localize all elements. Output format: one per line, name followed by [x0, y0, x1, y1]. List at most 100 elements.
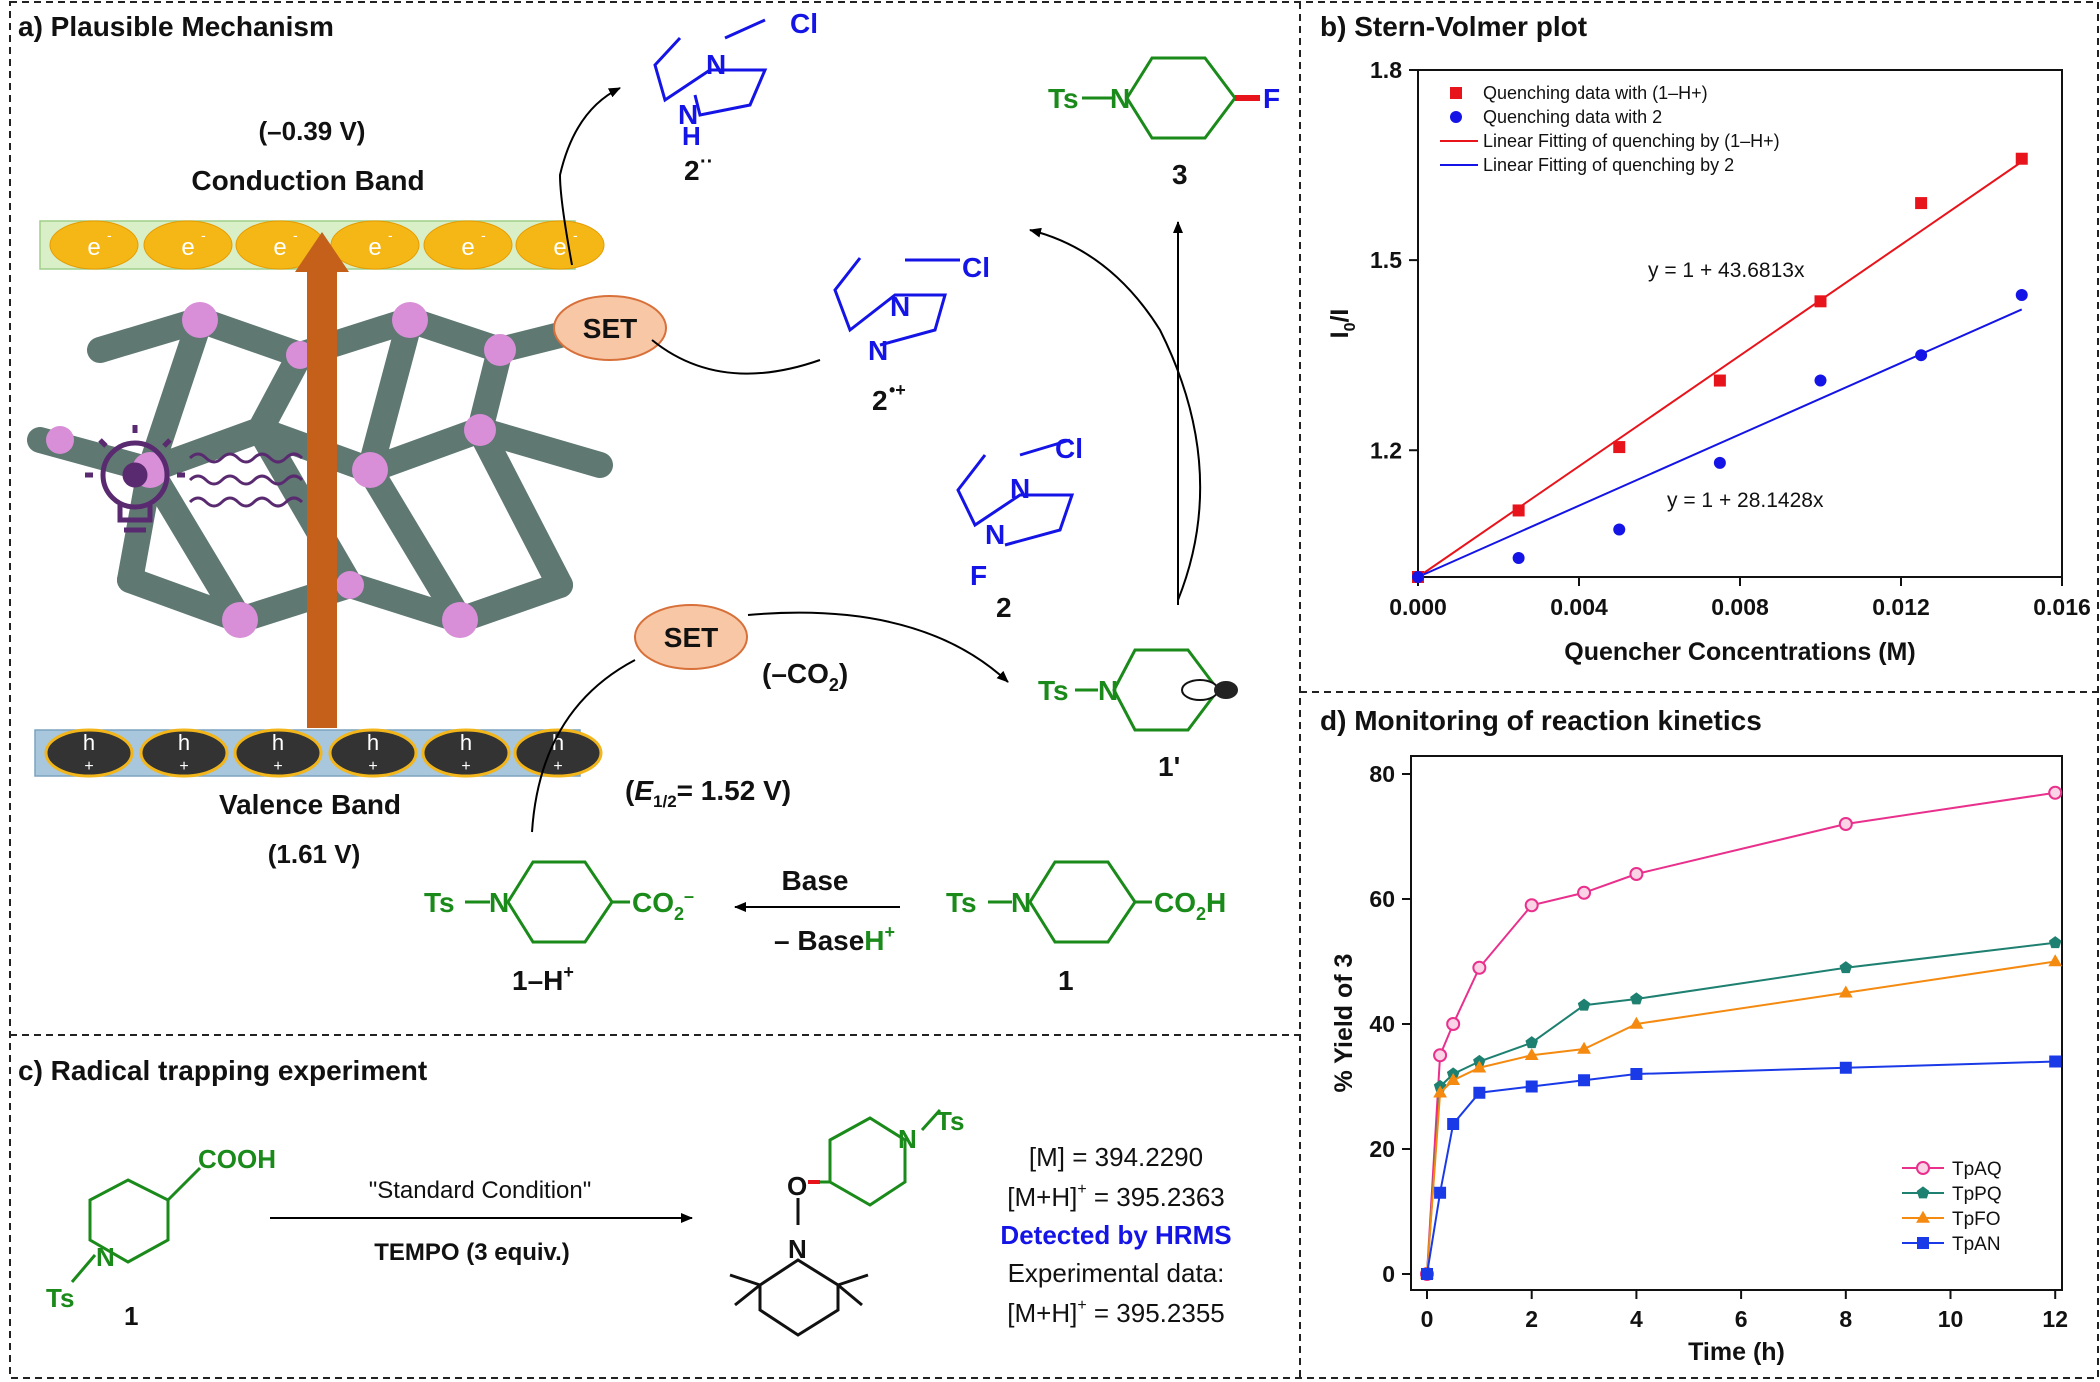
detected-label: Detected by HRMS	[1000, 1220, 1231, 1250]
x-tick-label: 8	[1839, 1306, 1852, 1332]
data-point	[1613, 441, 1626, 454]
atom-n: N	[890, 291, 910, 322]
data-point	[2048, 954, 2063, 967]
data-point	[1472, 1060, 1487, 1073]
atom-ts: Ts	[1048, 83, 1079, 114]
hole-6: h+	[513, 728, 603, 778]
fit-equation: y = 1 + 28.1428x	[1667, 489, 1824, 512]
hole-row: h+ h+ h+ h+ h+ h+	[44, 728, 603, 778]
atom-n: N	[1011, 887, 1031, 918]
carboxylate-group: CO2–	[632, 886, 694, 924]
label-2-radical-cation: 2	[872, 385, 888, 416]
legend-label: TpPQ	[1952, 1184, 2002, 1205]
electron-charge: -	[481, 227, 486, 243]
electron-charge: -	[573, 227, 578, 243]
hole-symbol: h	[272, 730, 284, 755]
atom-n: N	[678, 99, 698, 130]
y-tick-label: 60	[1369, 886, 1395, 912]
data-point	[1450, 111, 1462, 123]
label-2-radical-dots: ··	[700, 151, 713, 173]
data-point	[1916, 1210, 1930, 1223]
e-half-potential: (E1/2= 1.52 V)	[625, 775, 791, 811]
selectfluor-2-structure	[956, 438, 1075, 547]
atom-n: N	[1098, 675, 1118, 706]
electron-row: e- e- e- e- e- e-	[49, 220, 605, 270]
atom-o: O	[787, 1171, 807, 1201]
product-3-structure	[1082, 56, 1237, 140]
hole-charge: +	[553, 758, 562, 775]
electron-symbol: e	[368, 234, 381, 261]
data-point	[1713, 374, 1726, 387]
atom-ts: Ts	[1038, 675, 1069, 706]
mechanism-arrows	[531, 87, 1202, 912]
atom-n: N	[1110, 83, 1130, 114]
set-label: SET	[583, 313, 637, 344]
x-tick-label: 0.004	[1550, 594, 1608, 620]
atom-cl: Cl	[1055, 433, 1083, 464]
data-point	[1630, 1068, 1643, 1080]
hole-symbol: h	[367, 730, 379, 755]
data-point	[1839, 961, 1853, 974]
data-point	[1512, 551, 1525, 564]
x-tick-label: 0.016	[2033, 594, 2091, 620]
light-bulb-icon	[85, 425, 185, 533]
data-point	[1421, 1268, 1433, 1280]
hole-charge: +	[84, 758, 93, 775]
atom-n: N	[1010, 473, 1030, 504]
data-point	[1577, 998, 1591, 1011]
hole-symbol: h	[178, 730, 190, 755]
substrate-1-structure	[70, 1166, 202, 1283]
panel-d-title: d) Monitoring of reaction kinetics	[1320, 705, 1762, 736]
data-point	[1524, 1048, 1539, 1061]
label-3: 3	[1172, 159, 1188, 190]
data-point	[1814, 295, 1827, 308]
data-point	[1525, 1080, 1538, 1093]
panel-c-title: c) Radical trapping experiment	[18, 1055, 427, 1086]
atom-ts: Ts	[46, 1283, 74, 1313]
exp-data-label: Experimental data:	[1008, 1258, 1225, 1288]
hole-3: h+	[233, 728, 323, 778]
data-point	[1446, 1073, 1461, 1086]
y-axis-label: % Yield of 3	[1330, 954, 1358, 1093]
data-point	[1472, 960, 1487, 975]
data-point	[1814, 374, 1827, 387]
y-tick-label: 0	[1382, 1261, 1395, 1287]
atom-n: N	[706, 49, 726, 80]
hole-4: h+	[328, 728, 418, 778]
set-bubble-bottom: SET	[634, 604, 748, 670]
data-point	[2049, 1055, 2062, 1068]
y-tick-label: 80	[1369, 761, 1395, 787]
electron-symbol: e	[461, 234, 474, 261]
data-point	[1839, 1061, 1852, 1074]
label-1: 1	[1058, 965, 1074, 996]
condition-label: "Standard Condition"	[369, 1177, 592, 1204]
data-point	[1629, 867, 1644, 881]
set-label: SET	[664, 622, 718, 653]
electron-5: e-	[423, 220, 513, 270]
atom-n: N	[985, 519, 1005, 550]
electron-charge: -	[107, 227, 112, 243]
atom-ts: Ts	[936, 1106, 964, 1136]
x-tick-label: 10	[1938, 1306, 1964, 1332]
data-point	[1433, 1048, 1448, 1063]
fit-line	[1417, 308, 2023, 578]
vb-label: Valence Band	[219, 789, 401, 820]
electron-charge: -	[388, 227, 393, 243]
atom-ts: Ts	[424, 887, 455, 918]
data-point	[1525, 1036, 1538, 1049]
electron-4: e-	[330, 220, 420, 270]
legend-label: Quenching data with 2	[1483, 107, 1662, 127]
label-2: 2	[996, 592, 1012, 623]
y-tick-label: 1.5	[1370, 247, 1402, 273]
carboxylic-acid-group: CO2H	[1154, 887, 1226, 924]
fit-equation: y = 1 + 43.6813x	[1648, 259, 1805, 282]
data-point	[2048, 785, 2063, 800]
base-label: Base	[782, 865, 849, 896]
data-point	[1713, 456, 1726, 469]
hole-symbol: h	[460, 730, 472, 755]
data-point	[1577, 1041, 1591, 1054]
y-tick-label: 1.8	[1370, 57, 1402, 83]
acid-1-structure	[988, 860, 1152, 944]
